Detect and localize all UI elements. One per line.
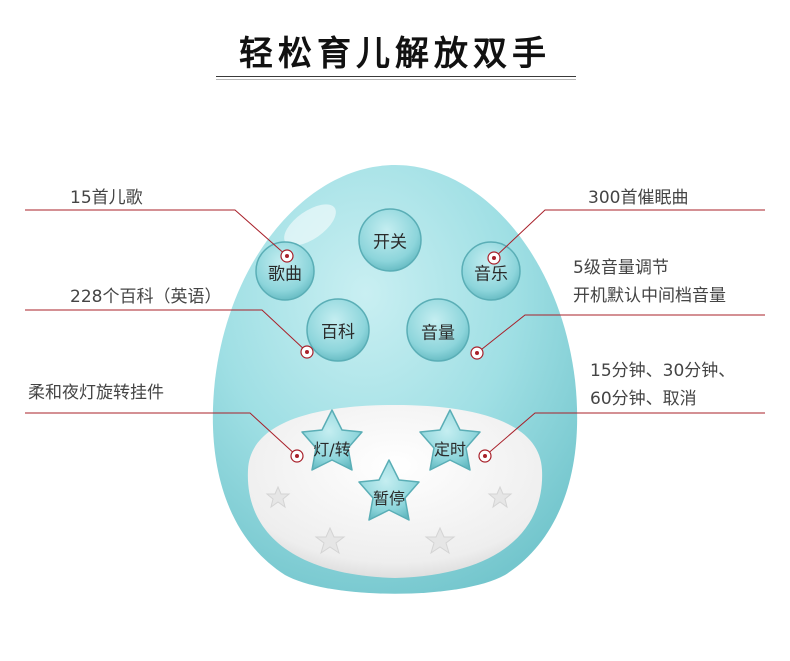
page-title: 轻松育儿解放双手 — [239, 34, 551, 74]
decor-star-3 — [265, 485, 291, 509]
song-button-shape — [255, 241, 315, 301]
label-volume-default: 开机默认中间档音量 — [573, 286, 726, 306]
baike-button[interactable]: 百科 — [321, 322, 355, 343]
leader-songs — [25, 209, 288, 257]
label-timer-options-1: 15分钟、30分钟、 — [590, 361, 736, 381]
label-timer-options-2: 60分钟、取消 — [590, 389, 697, 409]
light-button-shape — [301, 409, 363, 471]
decor-star-2 — [424, 526, 456, 555]
volume-button[interactable]: 音量 — [421, 323, 455, 344]
timer-button-shape — [419, 409, 481, 471]
decor-star-1 — [314, 526, 346, 555]
leader-lullabies — [493, 209, 765, 259]
leader-encyclopedia — [25, 309, 308, 353]
power-button[interactable]: 开关 — [373, 232, 407, 253]
baike-button-shape — [306, 298, 370, 362]
timer-button[interactable]: 定时 — [433, 440, 467, 459]
music-button-shape — [461, 241, 521, 301]
volume-button-shape — [406, 298, 470, 362]
leader-light — [25, 412, 298, 457]
label-songs: 15首儿歌 — [70, 188, 143, 208]
light-rotate-button[interactable]: 灯/转 — [313, 440, 351, 459]
leader-volume — [476, 314, 765, 354]
song-button[interactable]: 歌曲 — [268, 264, 302, 285]
leader-timer — [484, 412, 765, 457]
egg-highlight — [284, 204, 336, 246]
label-night-light: 柔和夜灯旋转挂件 — [28, 383, 164, 403]
pause-button-shape — [358, 459, 420, 521]
decor-star-4 — [487, 485, 513, 509]
pause-button[interactable]: 暂停 — [372, 489, 406, 508]
power-button-shape — [358, 208, 422, 272]
label-lullabies: 300首催眠曲 — [588, 188, 689, 208]
music-button[interactable]: 音乐 — [474, 264, 508, 285]
title-underline-light — [216, 79, 576, 80]
label-encyclopedia: 228个百科（英语） — [70, 287, 222, 307]
title-underline — [216, 76, 576, 77]
label-volume-levels: 5级音量调节 — [573, 258, 669, 278]
